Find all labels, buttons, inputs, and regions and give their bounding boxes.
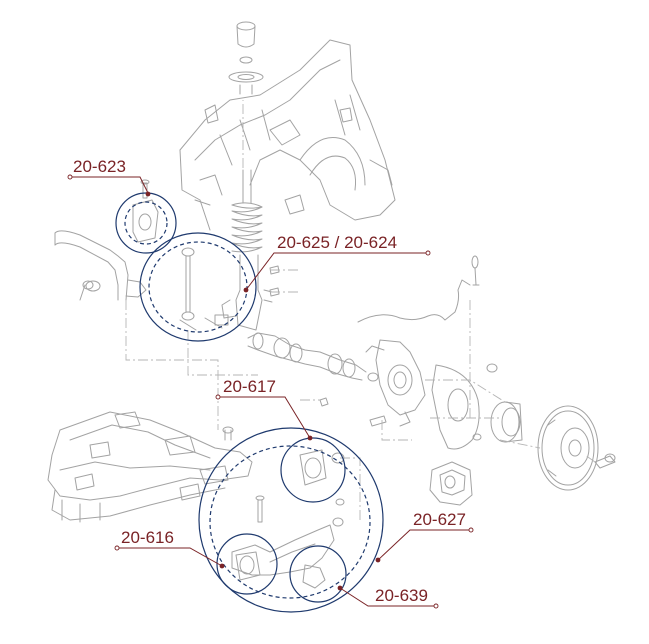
callout-20-623[interactable]: 20-623 [73, 157, 126, 176]
control-arm-front-bushing [299, 449, 345, 486]
callout-20-616[interactable]: 20-616 [121, 528, 174, 547]
brake-caliper [429, 461, 473, 506]
fasteners [82, 265, 616, 469]
circle-20-623-inner [124, 201, 168, 245]
coil-spring-strut [221, 169, 273, 331]
callout-20-639[interactable]: 20-639 [375, 586, 428, 605]
circle-20-625-outer [139, 232, 257, 342]
front-subframe [47, 411, 253, 523]
brake-rotor [537, 405, 599, 491]
circle-20-625-inner [148, 241, 248, 333]
drive-axle-shaft [247, 332, 367, 381]
callout-20-617[interactable]: 20-617 [223, 377, 276, 396]
circle-20-639 [289, 545, 347, 603]
stabilizer-bushing-bracket [132, 179, 159, 243]
steering-knuckle [365, 339, 426, 427]
callout-20-625-20-624[interactable]: 20-625 / 20-624 [277, 233, 398, 252]
leader-end-rings [67, 174, 474, 609]
wheel-speed-sensor-wire [357, 255, 480, 323]
stabilizer-link [179, 247, 229, 331]
circle-20-617 [280, 437, 346, 503]
circle-20-616 [216, 533, 278, 595]
highlight-circles [115, 192, 384, 613]
body-fender-panel [179, 39, 396, 231]
control-arm-rear-bushing [235, 551, 261, 581]
leader-20-639 [339, 587, 436, 607]
strut-bumper-cap [228, 21, 264, 95]
callout-20-627[interactable]: 20-627 [413, 510, 466, 529]
circle-20-627-inner [209, 445, 371, 599]
stabilizer-bar [54, 230, 147, 301]
wheel-hub-bearing [472, 401, 523, 443]
alignment-lines [125, 100, 596, 520]
control-arm-bolts [255, 495, 345, 527]
leader-dots [145, 191, 381, 591]
leader-20-623 [70, 176, 149, 194]
leader-20-627 [377, 529, 471, 561]
brake-splash-shield [431, 363, 498, 450]
leader-20-625 [245, 252, 428, 291]
leader-20-617 [218, 396, 311, 439]
circle-20-627-outer [198, 427, 384, 613]
leader-lines [70, 176, 471, 607]
leader-20-616 [117, 547, 223, 567]
